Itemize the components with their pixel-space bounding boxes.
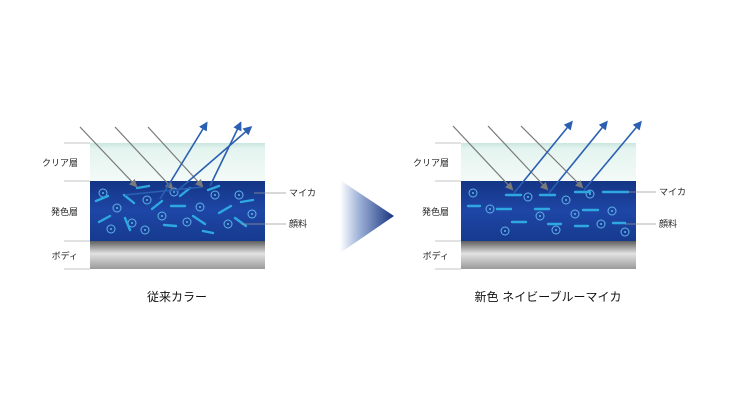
caption-navy-blue-mica: 新色 ネイビーブルーマイカ xyxy=(474,289,621,304)
pigments xyxy=(98,187,257,235)
panel-navy-blue-mica: クリア層 発色層 ボディ xyxy=(413,120,686,304)
mica-flakes xyxy=(466,190,630,228)
label-mica: マイカ xyxy=(289,188,316,199)
label-color-layer: 発色層 xyxy=(51,206,78,218)
pigment-dots xyxy=(102,191,253,231)
reflected-light xyxy=(513,120,642,194)
incident-light xyxy=(452,125,584,191)
incident-light xyxy=(79,126,204,190)
panel-conventional: クリア層 発色層 ボディ xyxy=(42,121,316,304)
pigment-dots xyxy=(472,192,626,233)
label-pigment: 顔料 xyxy=(659,218,677,230)
label-clear-layer: クリア層 xyxy=(413,158,449,169)
reflected-light xyxy=(124,121,253,200)
pigments xyxy=(468,188,630,237)
body-layer xyxy=(90,241,265,269)
mica-flakes xyxy=(94,184,255,235)
callout-lines xyxy=(625,191,656,225)
label-body: ボディ xyxy=(423,250,449,262)
label-color-layer: 発色層 xyxy=(422,206,449,218)
label-pigment: 顔料 xyxy=(289,218,307,230)
callout-lines xyxy=(241,192,286,225)
layer-guides xyxy=(435,142,461,270)
transition-arrow xyxy=(340,180,394,253)
caption-conventional: 従来カラー xyxy=(147,290,207,304)
label-body: ボディ xyxy=(52,250,78,262)
body-layer xyxy=(461,241,636,269)
color-layer xyxy=(461,181,636,241)
layer-guides xyxy=(64,142,90,270)
clear-layer xyxy=(90,143,265,181)
label-clear-layer: クリア層 xyxy=(42,158,78,169)
label-mica: マイカ xyxy=(659,187,686,198)
